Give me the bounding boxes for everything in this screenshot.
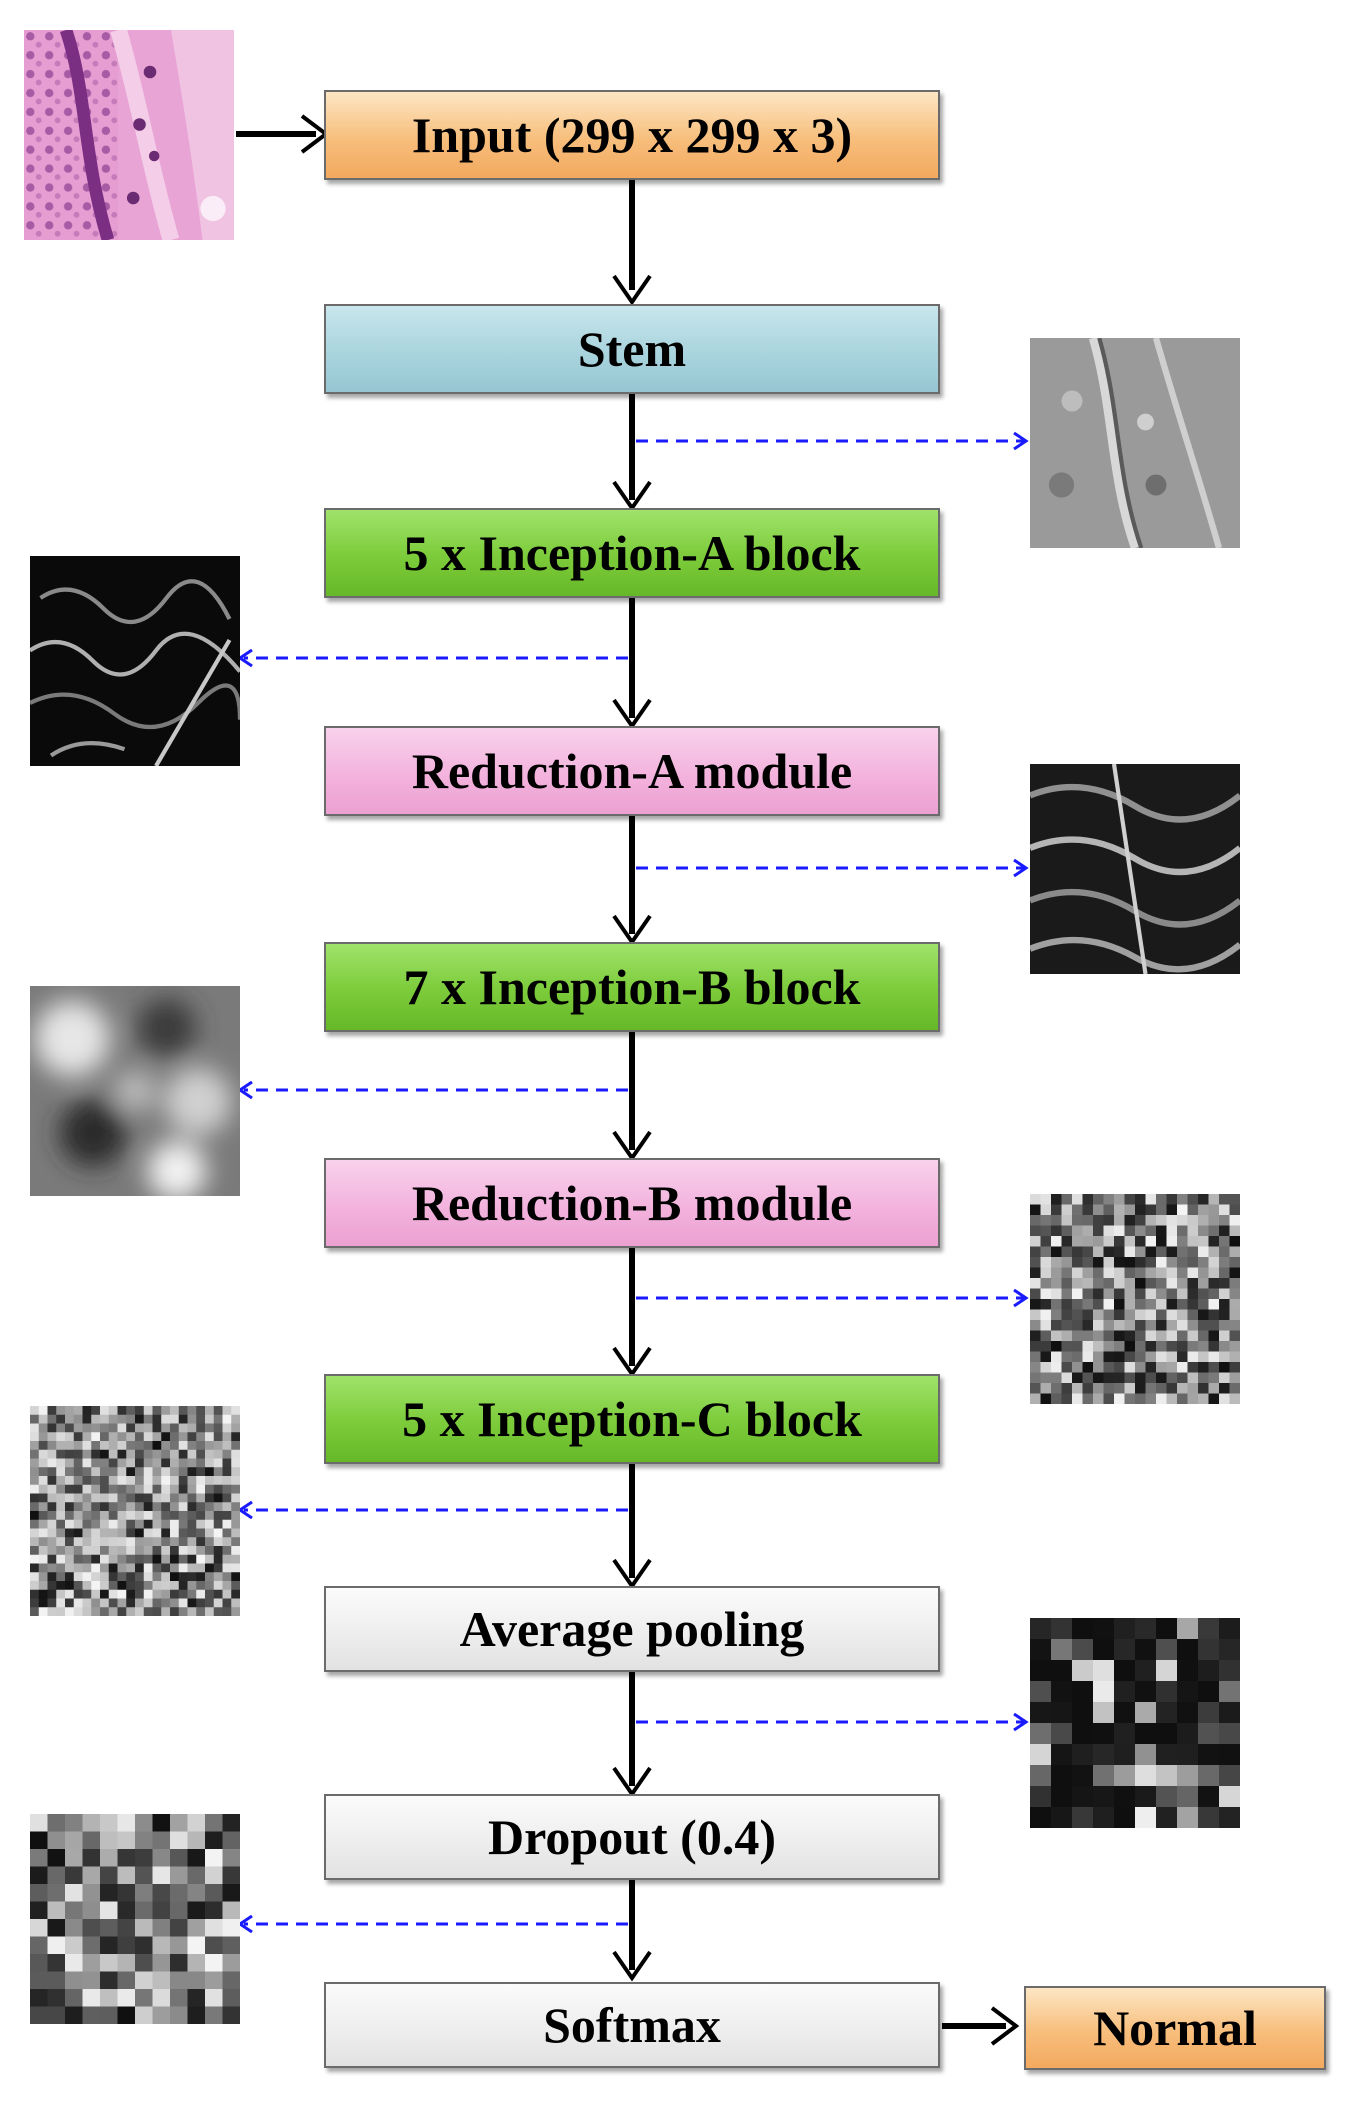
inception-a-box: 5 x Inception-A block [324, 508, 940, 598]
input-box: Input (299 x 299 x 3) [324, 90, 940, 180]
average-pooling-box: Average pooling [324, 1586, 940, 1672]
reduction-b-box: Reduction-B module [324, 1158, 940, 1248]
arrowhead [612, 274, 652, 306]
flow-arrowheads [300, 114, 1020, 2046]
arrowhead [237, 1914, 253, 1934]
inception-b-box: 7 x Inception-B block [324, 942, 940, 1032]
softmax-box: Softmax [324, 1982, 940, 2068]
feature-map-inception-b [30, 986, 240, 1196]
arrowhead [1013, 1712, 1029, 1732]
dropout-box: Dropout (0.4) [324, 1794, 940, 1880]
feature-map-inception-a [30, 556, 240, 766]
arrowhead [1013, 1288, 1029, 1308]
flow-arrows [236, 131, 1006, 2029]
arrowhead [1013, 431, 1029, 451]
input-histology-image [24, 30, 234, 240]
feature-map-reduction-b [1030, 1194, 1240, 1404]
feature-map-dropout [30, 1814, 240, 2024]
arrowhead [237, 1080, 253, 1100]
inception-c-box: 5 x Inception-C block [324, 1374, 940, 1464]
feature-map-stem [1030, 338, 1240, 548]
stem-box: Stem [324, 304, 940, 394]
feature-map-inception-c [30, 1406, 240, 1616]
output-normal-box: Normal [1024, 1986, 1326, 2070]
feature-arrows [244, 439, 1024, 1926]
reduction-a-box: Reduction-A module [324, 726, 940, 816]
arrowhead [237, 648, 253, 668]
arrowhead [612, 1950, 652, 1982]
arrowhead [1013, 858, 1029, 878]
feature-map-average-pooling [1030, 1618, 1240, 1828]
feature-arrowheads [237, 431, 1029, 1934]
arrowhead [990, 2006, 1020, 2046]
arrowhead [237, 1500, 253, 1520]
feature-map-reduction-a [1030, 764, 1240, 974]
